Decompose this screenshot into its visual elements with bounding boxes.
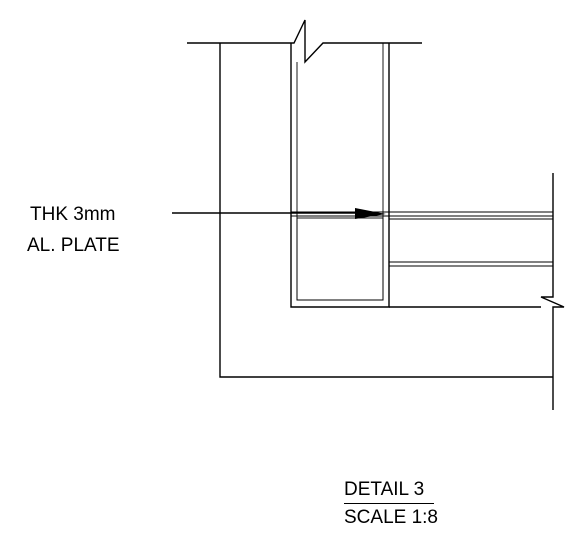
plate-note-line2: AL. PLATE	[27, 235, 120, 256]
right-edge-upper	[540, 173, 565, 410]
channel-outer	[290, 43, 390, 308]
channel-cavity	[296, 217, 384, 301]
detail-title: DETAIL 3	[344, 479, 425, 500]
detail-scale: SCALE 1:8	[344, 507, 438, 528]
leader-arrowhead	[355, 208, 386, 219]
top-break-line	[187, 19, 422, 64]
detail-title-block: DETAIL 3 SCALE 1:8	[344, 480, 438, 527]
wall-outline	[219, 43, 553, 378]
channel-inner	[296, 43, 384, 301]
plate-note-line1: THK 3mm	[30, 204, 116, 225]
title-underline	[344, 503, 434, 504]
